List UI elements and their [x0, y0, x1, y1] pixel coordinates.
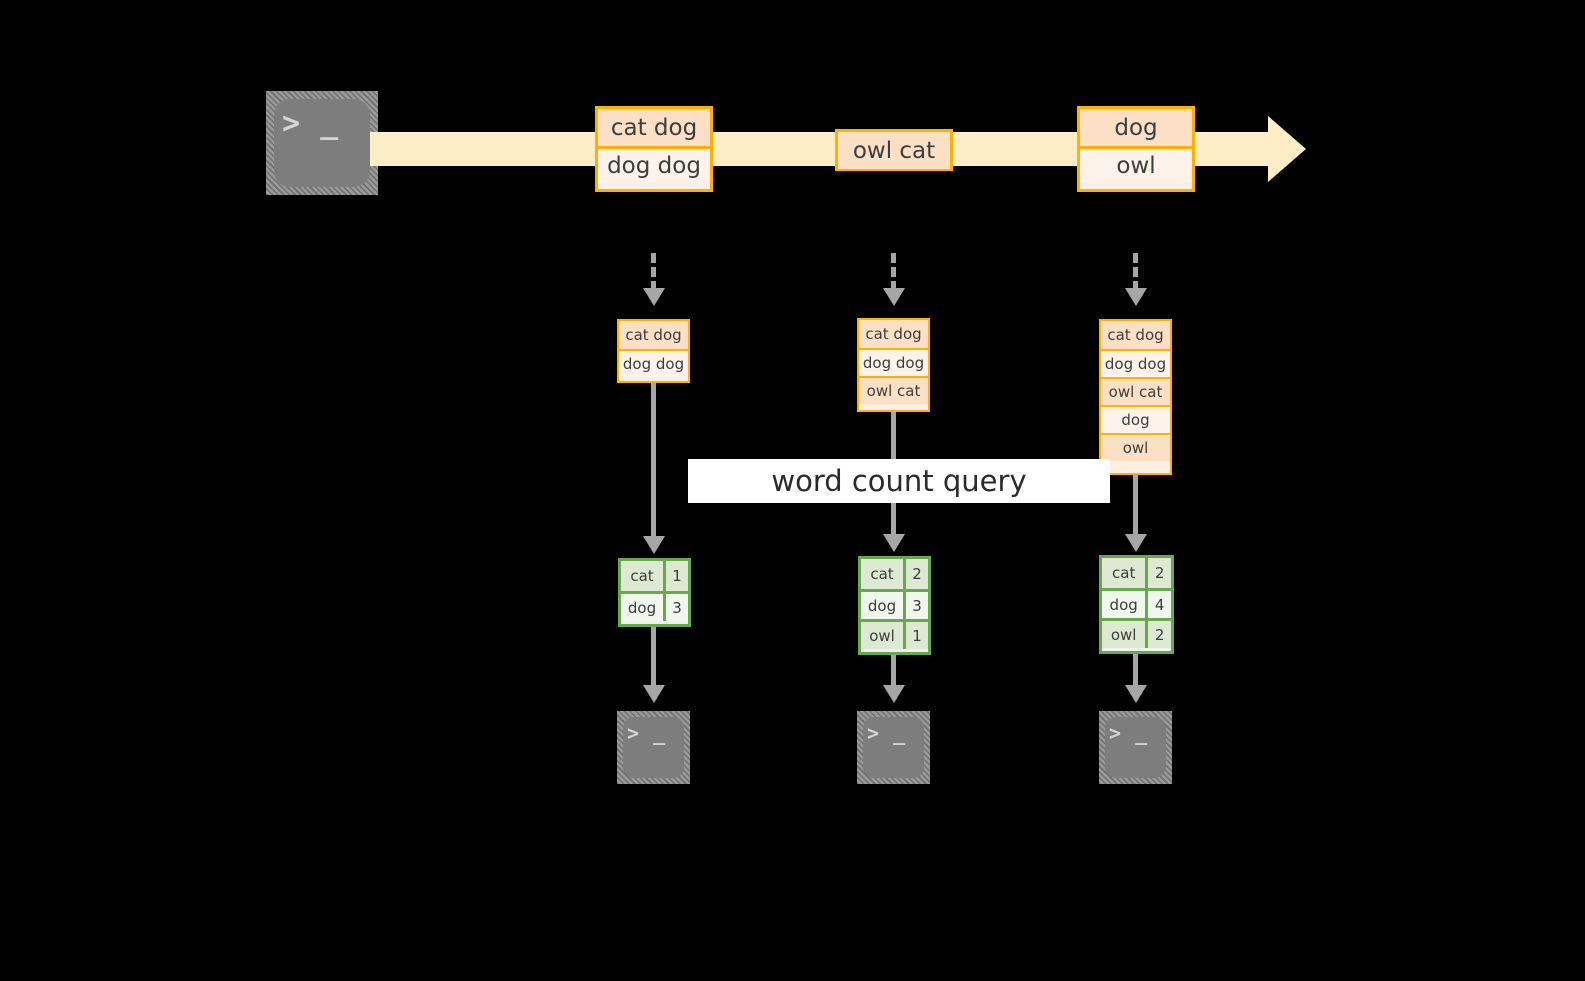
- table-cell-word: dog: [861, 592, 904, 619]
- buffer-record: cat dog: [619, 321, 688, 349]
- table-cell-word: owl: [1102, 621, 1146, 648]
- table-row: dog 3: [621, 591, 688, 621]
- table-cell-count: 3: [903, 592, 928, 619]
- table-row: owl 1: [861, 619, 928, 649]
- table-row: dog 3: [861, 589, 928, 619]
- buffer-record: dog dog: [1101, 349, 1170, 377]
- buffer-record: dog: [1101, 405, 1170, 433]
- stage3-sink-terminal-icon: > _: [1099, 711, 1172, 784]
- stage2-sink-arrowhead: [883, 685, 905, 703]
- stage3-buffer: cat dog dog dog owl cat dog owl: [1099, 319, 1172, 475]
- table-cell-word: owl: [861, 622, 904, 649]
- stream-group-3: dog owl: [1077, 106, 1195, 192]
- stage3-tap-arrowhead: [1125, 288, 1147, 306]
- stage3-query-line: [1133, 475, 1138, 536]
- stage3-query-arrowhead: [1125, 534, 1147, 552]
- terminal-screen: [274, 99, 370, 187]
- table-cell-word: dog: [1102, 591, 1146, 618]
- stage3-sink-line: [1133, 654, 1138, 687]
- table-cell-word: dog: [621, 594, 664, 621]
- buffer-record: cat dog: [1101, 321, 1170, 349]
- table-row: dog 4: [1102, 588, 1171, 618]
- buffer-record: owl cat: [859, 376, 928, 404]
- stage2-count-table: cat 2 dog 3 owl 1: [858, 556, 931, 655]
- stage2-buffer: cat dog dog dog owl cat: [857, 318, 930, 412]
- stage2-query-arrowhead: [883, 534, 905, 552]
- buffer-record: owl: [1101, 433, 1170, 461]
- table-row: owl 2: [1102, 618, 1171, 648]
- table-cell-count: 1: [903, 622, 928, 649]
- stage1-tap-arrowhead: [643, 288, 665, 306]
- table-cell-word: cat: [621, 561, 664, 591]
- table-cell-count: 3: [663, 594, 688, 621]
- buffer-record: owl cat: [1101, 377, 1170, 405]
- terminal-screen: [623, 717, 684, 778]
- buffer-record: dog dog: [859, 348, 928, 376]
- stage1-query-line: [651, 383, 656, 538]
- table-cell-count: 2: [1145, 621, 1171, 648]
- stage2-sink-terminal-icon: > _: [857, 711, 930, 784]
- stream-record: cat dog: [598, 109, 710, 146]
- terminal-screen: [863, 717, 924, 778]
- stage1-tap-line: [651, 253, 656, 291]
- query-label: word count query: [688, 459, 1110, 503]
- buffer-record: dog dog: [619, 349, 688, 377]
- table-cell-word: cat: [1102, 558, 1146, 588]
- table-row: cat 1: [621, 561, 688, 591]
- table-cell-count: 1: [663, 561, 688, 591]
- stage2-tap-arrowhead: [883, 288, 905, 306]
- table-cell-count: 2: [1145, 558, 1171, 588]
- stage3-tap-line: [1133, 253, 1138, 291]
- terminal-screen: [1105, 717, 1166, 778]
- table-row: cat 2: [1102, 558, 1171, 588]
- stage3-sink-arrowhead: [1125, 685, 1147, 703]
- terminal-prompt: > _: [627, 721, 667, 745]
- stage1-query-arrowhead: [643, 536, 665, 554]
- stage1-sink-line: [651, 627, 656, 687]
- stage2-tap-line: [891, 253, 896, 291]
- stream-arrowhead: [1268, 116, 1306, 182]
- table-cell-count: 4: [1145, 591, 1171, 618]
- stage3-count-table: cat 2 dog 4 owl 2: [1099, 555, 1174, 654]
- table-cell-count: 2: [903, 559, 928, 589]
- stream-record: owl: [1080, 146, 1192, 183]
- stream-group-2: owl cat: [835, 129, 953, 171]
- stream-record: dog: [1080, 109, 1192, 146]
- stage1-count-table: cat 1 dog 3: [618, 558, 691, 627]
- terminal-prompt: > _: [867, 721, 907, 745]
- source-terminal-icon: > _: [266, 91, 378, 195]
- stream-group-1: cat dog dog dog: [595, 106, 713, 192]
- terminal-prompt: > _: [282, 106, 340, 141]
- table-cell-word: cat: [861, 559, 904, 589]
- table-row: cat 2: [861, 559, 928, 589]
- buffer-record: cat dog: [859, 320, 928, 348]
- stage1-sink-terminal-icon: > _: [617, 711, 690, 784]
- stream-record: dog dog: [598, 146, 710, 183]
- stage1-sink-arrowhead: [643, 685, 665, 703]
- terminal-prompt: > _: [1109, 721, 1149, 745]
- stage2-sink-line: [891, 655, 896, 687]
- stream-record: owl cat: [838, 132, 950, 169]
- stage1-buffer: cat dog dog dog: [617, 319, 690, 383]
